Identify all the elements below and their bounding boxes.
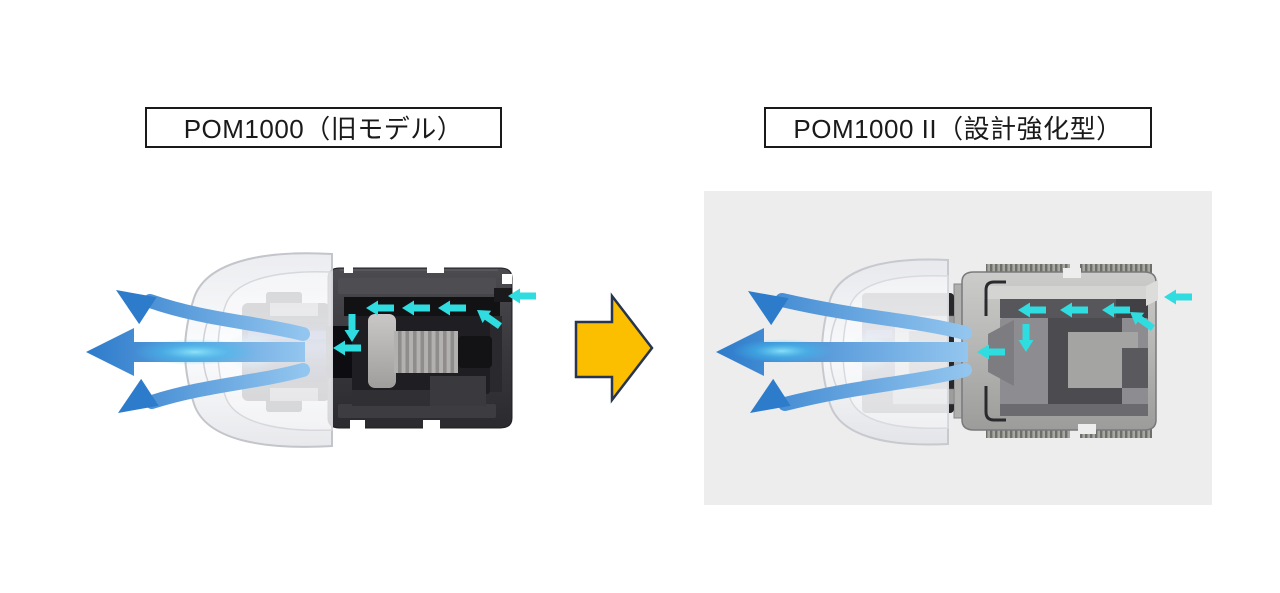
right-output-airflow-arrows (716, 277, 972, 427)
right-inner-top (984, 286, 1146, 299)
right-slot-top (1063, 268, 1081, 278)
blue-airflow-arrow-icon (778, 363, 972, 411)
left-shaft-socket (458, 336, 492, 368)
upgrade-arrow-icon (574, 292, 654, 404)
right-housing (961, 264, 1158, 438)
right-diagram (704, 191, 1212, 505)
left-slot-4 (423, 420, 440, 429)
left-slot-1 (344, 264, 353, 273)
left-model-title: POM1000（旧モデル） (183, 114, 464, 144)
right-knurl-bottom-2 (1080, 429, 1152, 438)
left-model-label: POM1000（旧モデル） (145, 107, 502, 148)
right-knurl-top-1 (986, 264, 1070, 273)
blue-airflow-arrow-icon (143, 294, 310, 341)
left-cavity-block (430, 376, 486, 406)
right-inlet-passage (1146, 280, 1158, 306)
right-slot-bottom (1078, 424, 1096, 434)
blue-arrowhead-icon (109, 378, 159, 427)
left-flow-glow (133, 339, 257, 365)
right-bottom-rail (1000, 404, 1148, 416)
blue-airflow-arrow-icon (716, 328, 968, 376)
left-bolt-head (368, 314, 396, 388)
blue-airflow-arrow-icon (145, 363, 310, 409)
right-inner-block (1122, 348, 1148, 388)
right-knurl-top-2 (1080, 264, 1152, 273)
left-slot-3 (350, 420, 365, 429)
right-knurl-bottom-1 (986, 429, 1070, 438)
right-corner-bracket-bottom (984, 386, 1006, 422)
left-slot-2 (427, 264, 444, 273)
right-inner-channel (1048, 318, 1122, 404)
right-model-label: POM1000 II（設計強化型） (764, 107, 1152, 148)
blue-arrowhead-icon (107, 276, 157, 325)
right-model-title: POM1000 II（設計強化型） (793, 114, 1123, 144)
left-bolt-shaft (394, 331, 458, 373)
blue-airflow-arrow-icon (775, 293, 972, 340)
left-diagram (86, 252, 536, 448)
left-slot-5 (502, 274, 512, 284)
right-flow-glow (732, 339, 832, 363)
right-corner-bracket-top (984, 280, 1006, 316)
left-inner-wall (490, 316, 502, 392)
left-housing-top-rail (338, 278, 496, 294)
left-housing-bottom-rail (338, 404, 496, 418)
left-bolt-threads (398, 331, 455, 373)
left-output-airflow-arrows (86, 276, 310, 427)
left-air-inlet (494, 288, 512, 302)
